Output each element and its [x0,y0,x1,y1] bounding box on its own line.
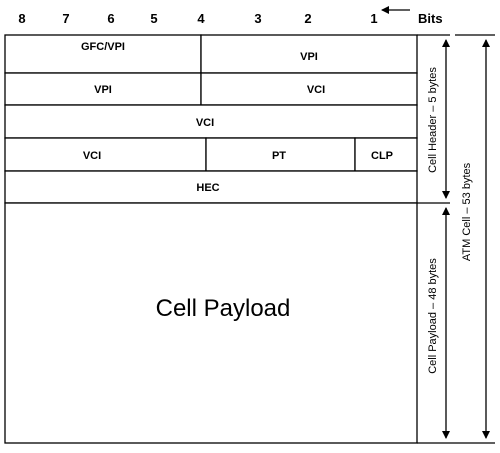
bit-number-1: 1 [370,11,377,26]
header-dimension-label: Cell Header – 5 bytes [427,67,439,173]
field-clp-label: CLP [371,150,393,162]
bit-number-7: 7 [62,11,69,26]
payload-box [4,202,418,444]
bit-number-3: 3 [254,11,261,26]
field-vci-2 [4,104,418,139]
field-pt [205,137,356,172]
field-vpi-1 [200,34,418,74]
field-vpi-1-label: VPI [300,51,318,63]
field-clp [354,137,418,172]
field-pt-label: PT [272,150,286,162]
bit-number-8: 8 [18,11,25,26]
bit-number-4: 4 [197,11,205,26]
field-hec [4,170,418,204]
field-hec-label: HEC [196,182,219,194]
bit-number-5: 5 [150,11,157,26]
field-vci-2-label: VCI [196,117,214,129]
bit-numbers: 8 7 6 5 4 3 2 1 [18,11,377,26]
field-vci-3 [4,137,207,172]
payload-label: Cell Payload [156,295,291,322]
field-vci-1-label: VCI [307,84,325,96]
payload-dimension-label: Cell Payload – 48 bytes [427,258,439,374]
field-vci-3-label: VCI [83,150,101,162]
bits-label: Bits [418,11,443,26]
field-vpi-2-label: VPI [94,84,112,96]
bit-number-6: 6 [107,11,114,26]
bit-number-2: 2 [304,11,311,26]
field-gfc-vpi-label: GFC/VPI [81,41,125,53]
cell-dimension-label: ATM Cell – 53 bytes [461,162,473,261]
cell-header: GFC/VPI VPI VPI VCI VCI VCI PT CLP HEC [4,34,418,204]
